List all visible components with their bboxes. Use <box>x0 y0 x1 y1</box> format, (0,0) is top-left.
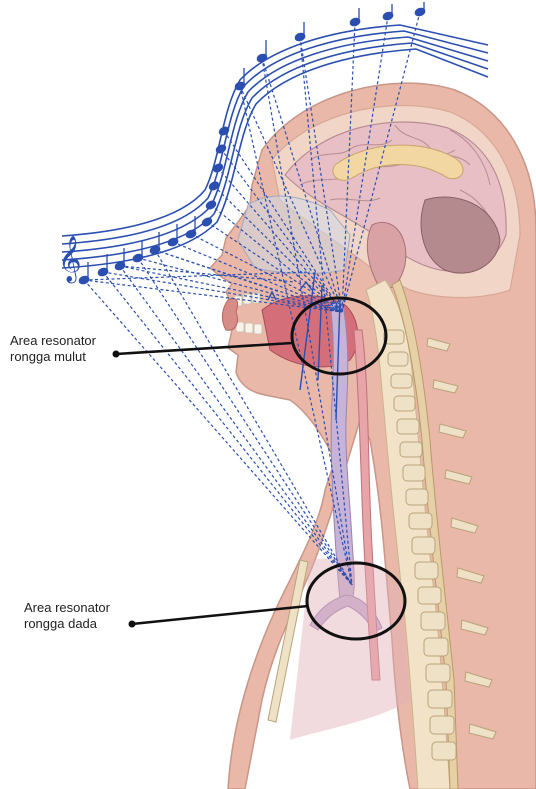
music-note-icon <box>256 40 268 63</box>
music-note-icon <box>114 248 126 271</box>
mouth-callout-dot <box>113 351 120 358</box>
music-note-icon <box>382 4 394 21</box>
mouth-label-line1: Area resonator <box>10 333 96 349</box>
chest-label-line1: Area resonator <box>24 600 110 616</box>
chest-callout-dot <box>129 621 136 628</box>
music-note-icon <box>349 8 361 27</box>
music-note-icon <box>414 2 426 17</box>
mouth-resonator-label: Area resonator rongga mulut <box>10 333 96 365</box>
mouth-label-line2: rongga mulut <box>10 349 96 365</box>
music-note-icon <box>294 22 306 42</box>
music-note-icon <box>149 232 161 255</box>
chest-resonator-label: Area resonator rongga dada <box>24 600 110 632</box>
treble-clef-icon: 𝄞 <box>58 236 82 284</box>
chest-cavity <box>290 558 410 740</box>
lips <box>222 299 237 331</box>
music-note-icon <box>185 216 197 239</box>
chest-label-line2: rongga dada <box>24 616 110 632</box>
anatomy-illustration <box>210 83 536 789</box>
music-note-icon <box>167 224 179 247</box>
music-note-icon <box>201 216 213 227</box>
